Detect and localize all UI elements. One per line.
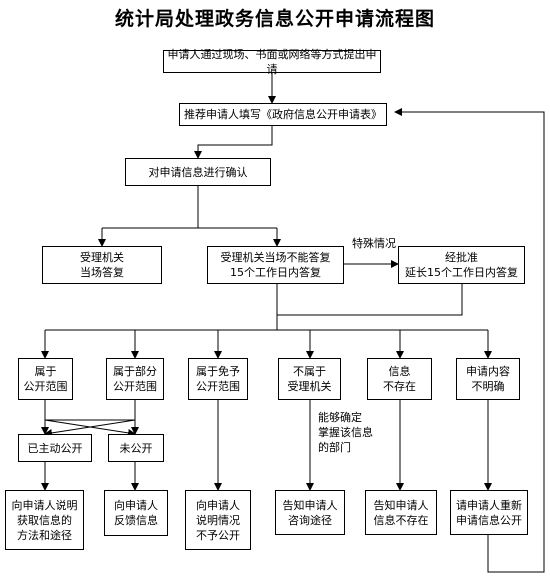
- node-within15: 受理机关当场不能答复 15个工作日内答复: [207, 246, 344, 284]
- node-unclear: 申请内容 不明确: [456, 358, 520, 400]
- arrow-right-to-disclosed: [44, 419, 136, 437]
- arrow-form-to-confirm: [194, 126, 273, 159]
- line-extended-down: [277, 284, 463, 316]
- node-disclosed: 已主动公开: [18, 434, 92, 462]
- node-inform-nonexist: 告知申请人 信息不存在: [365, 490, 437, 535]
- arrow-loop-back: [394, 108, 545, 573]
- node-feedback: 向申请人 反馈信息: [104, 490, 168, 536]
- node-explain-exempt: 向申请人 说明情况 不予公开: [185, 490, 251, 550]
- node-extended: 经批准 延长15个工作日内答复: [398, 246, 525, 284]
- node-confirm: 对申请信息进行确认: [125, 158, 271, 186]
- node-apply: 申请人通过现场、书面或网络等方式提出申请: [163, 48, 381, 76]
- node-explain-method: 向申请人说明 获取信息的 方法和途径: [5, 490, 84, 550]
- node-inform-consult: 告知申请人 咨询途径: [275, 490, 345, 535]
- label-locate-dept: 能够确定 掌握该信息 的部门: [318, 411, 373, 454]
- node-fill-form: 推荐申请人填写《政府信息公开申请表》: [179, 103, 387, 126]
- node-partial: 属于部分 公开范围: [106, 358, 164, 400]
- node-exempt: 属于免予 公开范围: [188, 358, 248, 400]
- node-not-agency: 不属于 受理机关: [278, 358, 341, 400]
- node-request-again: 请申请人重新 申请信息公开: [450, 490, 528, 535]
- node-public: 属于 公开范围: [18, 358, 73, 400]
- label-special-case: 特殊情况: [352, 237, 396, 250]
- page-title: 统计局处理政务信息公开申请流程图: [114, 8, 435, 30]
- node-not-exist: 信息 不存在: [367, 358, 432, 400]
- node-undisclosed: 未公开: [108, 434, 164, 462]
- node-immediate: 受理机关 当场答复: [42, 246, 162, 284]
